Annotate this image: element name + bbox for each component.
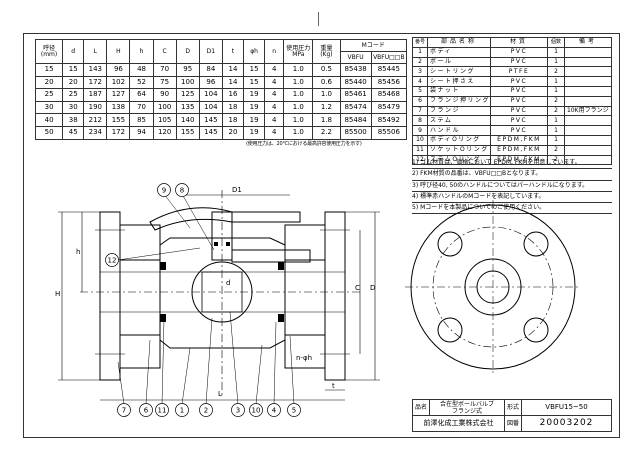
part-balloon: 6: [139, 403, 153, 417]
table-cell: 19: [243, 125, 266, 140]
dimension-label: C: [355, 284, 360, 292]
part-balloon: 8: [175, 183, 189, 197]
note-line: 1) ゴム材質は、価格において EPDM, FKMを用意しています。: [412, 158, 612, 170]
table-cell: 20: [62, 75, 85, 90]
part-balloon: 3: [231, 403, 245, 417]
dimension-label: L: [218, 390, 222, 398]
table-cell: 14: [221, 75, 245, 90]
table-cell: 1.0: [283, 125, 314, 140]
notes: 1) ゴム材質は、価格において EPDM, FKMを用意しています。 2) FK…: [412, 158, 612, 215]
table-cell: 50: [34, 125, 64, 140]
note-line: 3) 呼び径40, 50のハンドルについてはパーハンドルになります。: [412, 181, 612, 192]
col-header: D: [175, 39, 200, 64]
table-cell: 190: [83, 100, 108, 115]
drawing-number: 20003202: [521, 415, 612, 432]
flange-end-view: [405, 200, 581, 374]
table-cell: 85506: [370, 125, 408, 140]
balloon-number: 12: [108, 257, 117, 265]
col-header: 重量 (Kg): [312, 39, 341, 64]
title-block: 品名 合在型ボールバルブ フランジ式 形式 VBFU15~50 前澤化成工業株式…: [412, 399, 612, 432]
dimension-label: H: [55, 290, 60, 298]
table-cell: 85445: [370, 63, 408, 77]
table-cell: 234: [83, 125, 108, 140]
balloon-number: 4: [272, 407, 277, 415]
balloon-number: 8: [180, 187, 184, 195]
table-cell: 45: [62, 125, 85, 140]
part-balloon: 4: [267, 403, 281, 417]
balloon-number: 10: [252, 407, 261, 415]
col-header: H: [106, 39, 131, 64]
part-balloon: 7: [117, 403, 131, 417]
balloon-number: 2: [204, 407, 208, 415]
pressure-note: (使用圧力は、20℃における最高許容使用圧力を示す): [246, 141, 362, 147]
col-header: L: [83, 39, 108, 64]
balloon-number: 11: [158, 407, 167, 415]
balloon-number: 7: [122, 407, 126, 415]
dimension-label: D1: [232, 186, 242, 194]
drawing-frame: [23, 33, 620, 438]
balloon-number: 3: [236, 407, 240, 415]
table-cell: 85479: [370, 100, 408, 115]
valve-body: [159, 237, 286, 349]
col-header: 呼径 (mm): [34, 39, 64, 64]
col-header: 使用圧力 MPa: [283, 39, 314, 64]
dimension-label: n-φh: [296, 354, 312, 362]
product-name: 合在型ボールバルブ フランジ式: [429, 399, 505, 416]
left-flange: [99, 211, 121, 381]
part-balloon: 10: [249, 403, 263, 417]
part-balloon: 5: [287, 403, 301, 417]
parts-cell: 2: [547, 154, 566, 166]
model-number: VBFU15~50: [521, 399, 612, 416]
dimension-label: h: [76, 248, 80, 256]
part-balloon: 9: [157, 183, 171, 197]
table-cell: 1.0: [283, 75, 314, 90]
col-subheader: VBFU□□B: [370, 51, 408, 64]
balloon-number: 6: [144, 407, 149, 415]
col-header: D1: [198, 39, 223, 64]
part-balloon: 2: [199, 403, 213, 417]
note-line: 5) Mコードを本製品についてのご使用ください。: [412, 203, 612, 215]
table-cell: 2.2: [312, 125, 341, 140]
model-label: 形式: [504, 399, 522, 416]
table-cell: 20: [221, 125, 245, 140]
table-cell: 18: [221, 100, 245, 115]
name-label: 品名: [412, 399, 430, 416]
dimension-table: 呼径 (mm) d L H h C D D1 t φh n 使用圧力 MPa 重…: [34, 39, 408, 140]
stem: [211, 211, 233, 261]
right-flange: [324, 211, 346, 381]
col-header: h: [129, 39, 154, 64]
dimension-label: t: [332, 382, 335, 390]
balloon-number: 5: [292, 407, 296, 415]
dimension-label: D: [370, 284, 375, 292]
table-cell: 40: [34, 113, 64, 127]
handle: [149, 207, 301, 231]
parts-cell: [564, 154, 612, 166]
number-label: 図番: [504, 415, 522, 432]
col-header: φh: [243, 39, 266, 64]
note-line: 4) 標準赤ハンドルのMコードを表記しています。: [412, 192, 612, 204]
col-header: t: [221, 39, 245, 64]
part-balloon: 11: [155, 403, 169, 417]
parts-cell: ステムOリング: [426, 154, 492, 166]
col-header: d: [62, 39, 85, 64]
dimension-label: d: [226, 279, 230, 287]
balloon-number: 1: [180, 407, 184, 415]
center-mark: [318, 12, 319, 26]
part-balloon: 1: [175, 403, 189, 417]
company-name: 前澤化成工業株式会社: [412, 415, 505, 432]
note-line: 2) FKM材質の品番は、VBFU□□Bとなります。: [412, 169, 612, 181]
balloon-number: 9: [162, 187, 166, 195]
part-balloon: 12: [105, 253, 119, 267]
